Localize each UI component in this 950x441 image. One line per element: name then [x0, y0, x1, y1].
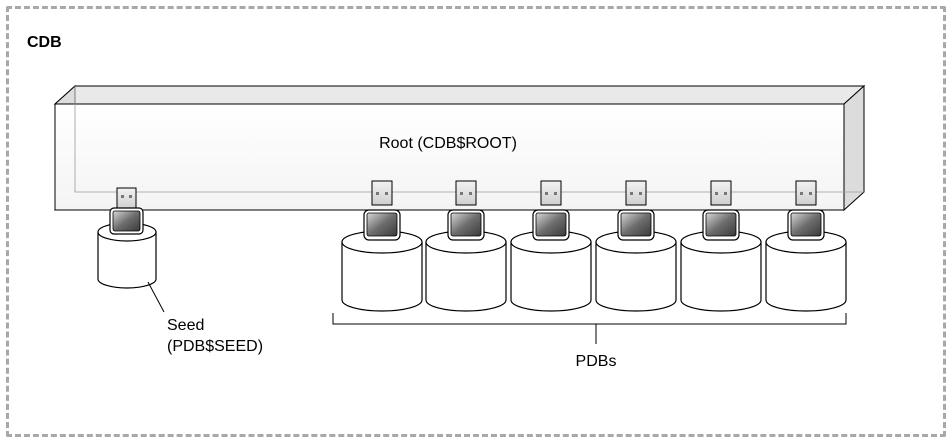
pdb-cylinder-icon — [425, 230, 507, 312]
root-bar-top-face — [53, 85, 866, 105]
seed-label-name: Seed — [167, 317, 204, 334]
pdb-cylinder-icon — [595, 230, 677, 312]
pdb-plug-icon — [702, 180, 740, 241]
root-bar-side-face — [843, 84, 865, 212]
root-bar-hidden-edges — [74, 86, 864, 193]
pdb-cylinder-icon — [510, 230, 592, 312]
cdb-dashed-border — [6, 6, 946, 437]
pdb-cylinder-icon — [680, 230, 762, 312]
pdb-group — [341, 180, 847, 312]
pdb-plug-icon — [447, 180, 485, 241]
pdb-6 — [765, 180, 847, 312]
cdb-container — [6, 6, 946, 437]
seed-database: Seed (PDB$SEED) — [97, 187, 263, 355]
pdb-2 — [425, 180, 507, 312]
seed-plug-icon — [109, 187, 144, 235]
pdb-4 — [595, 180, 677, 312]
seed-label-id: (PDB$SEED) — [167, 338, 263, 355]
pdbs-label: PDBs — [576, 353, 617, 370]
pdb-plug-icon — [363, 180, 401, 241]
pdb-5 — [680, 180, 762, 312]
pdb-cylinder-icon — [341, 230, 423, 312]
pdbs-bracket — [332, 313, 847, 344]
pdb-plug-icon — [787, 180, 825, 241]
pdb-cylinder-icon — [765, 230, 847, 312]
cdb-label: CDB — [27, 34, 62, 51]
root-label: Root (CDB$ROOT) — [379, 135, 517, 152]
pdb-3 — [510, 180, 592, 312]
pdb-plug-icon — [532, 180, 570, 241]
pdb-1 — [341, 180, 423, 312]
seed-leader-line — [147, 281, 165, 313]
pdb-plug-icon — [617, 180, 655, 241]
